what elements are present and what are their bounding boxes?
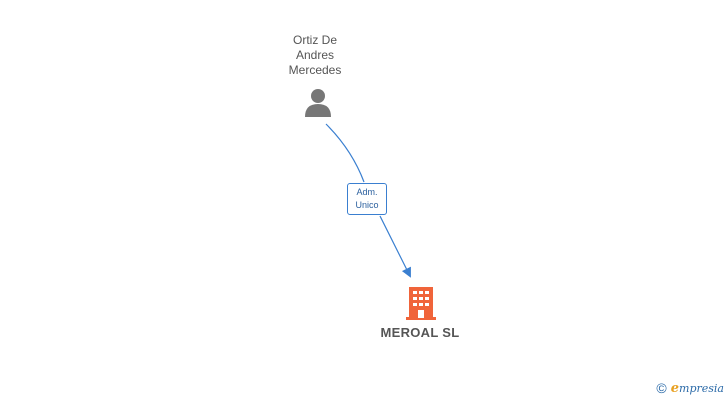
edge-label-line-1: Adm. [356,187,378,197]
person-name-label[interactable]: Ortiz De Andres Mercedes [255,33,375,78]
company-name-label[interactable]: MEROAL SL [380,325,460,340]
person-name-line-3: Mercedes [288,63,342,77]
person-name-line-1: Ortiz De [292,33,337,47]
person-name-line-2: Andres [295,48,335,62]
brand-watermark: © empresia [656,380,724,396]
brand-logo-text: empresia [671,381,724,396]
edge-label-adm-unico[interactable]: Adm. Unico [347,183,387,215]
brand-logo-e: e [670,380,680,396]
brand-logo-rest: mpresia [679,381,724,395]
building-icon[interactable] [405,285,437,320]
edge-line-adm-unico [325,123,410,276]
copyright-icon: © [656,380,667,396]
edge-label-line-2: Unico [355,200,379,210]
person-icon[interactable] [303,88,333,118]
